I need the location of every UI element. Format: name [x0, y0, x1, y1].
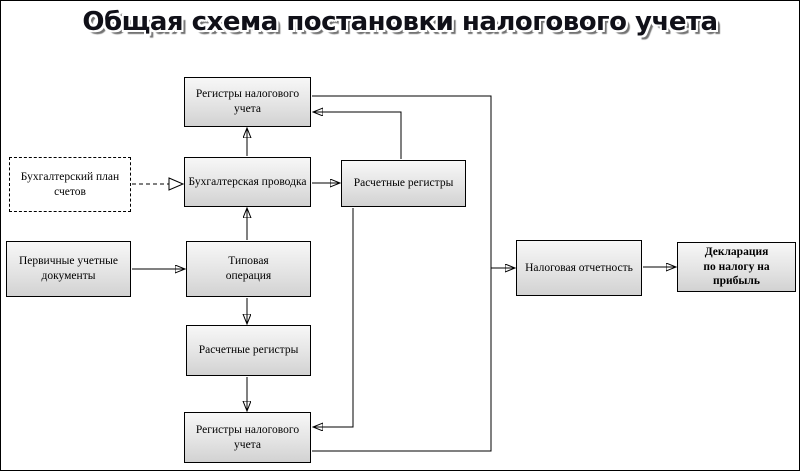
node-declaration: Декларация по налогу на прибыль	[677, 242, 796, 292]
node-chart-of-accounts: Бухгалтерский план счетов	[9, 157, 131, 212]
edge-calc-right-to-registers-bottom	[313, 208, 354, 427]
node-primary-documents: Первичные учетные документы	[6, 241, 131, 297]
edge-chart-to-entry-arrowhead	[168, 177, 185, 191]
node-accounting-entry: Бухгалтерская проводка	[184, 157, 311, 207]
node-tax-reporting: Налоговая отчетность	[516, 240, 642, 296]
diagram-title: Общая схема постановки налогового учета	[82, 7, 718, 37]
node-tax-registers-top: Регистры налогового учета	[184, 77, 311, 127]
edge-calc-right-to-registers-top	[313, 112, 402, 159]
node-calc-registers-middle: Расчетные регистры	[186, 325, 311, 376]
node-typical-operation: Типовая операция	[186, 241, 311, 297]
node-tax-registers-bottom: Регистры налогового учета	[184, 412, 311, 463]
edge-registers-bottom-to-reporting	[312, 268, 492, 452]
node-calc-registers-right: Расчетные регистры	[341, 160, 466, 207]
